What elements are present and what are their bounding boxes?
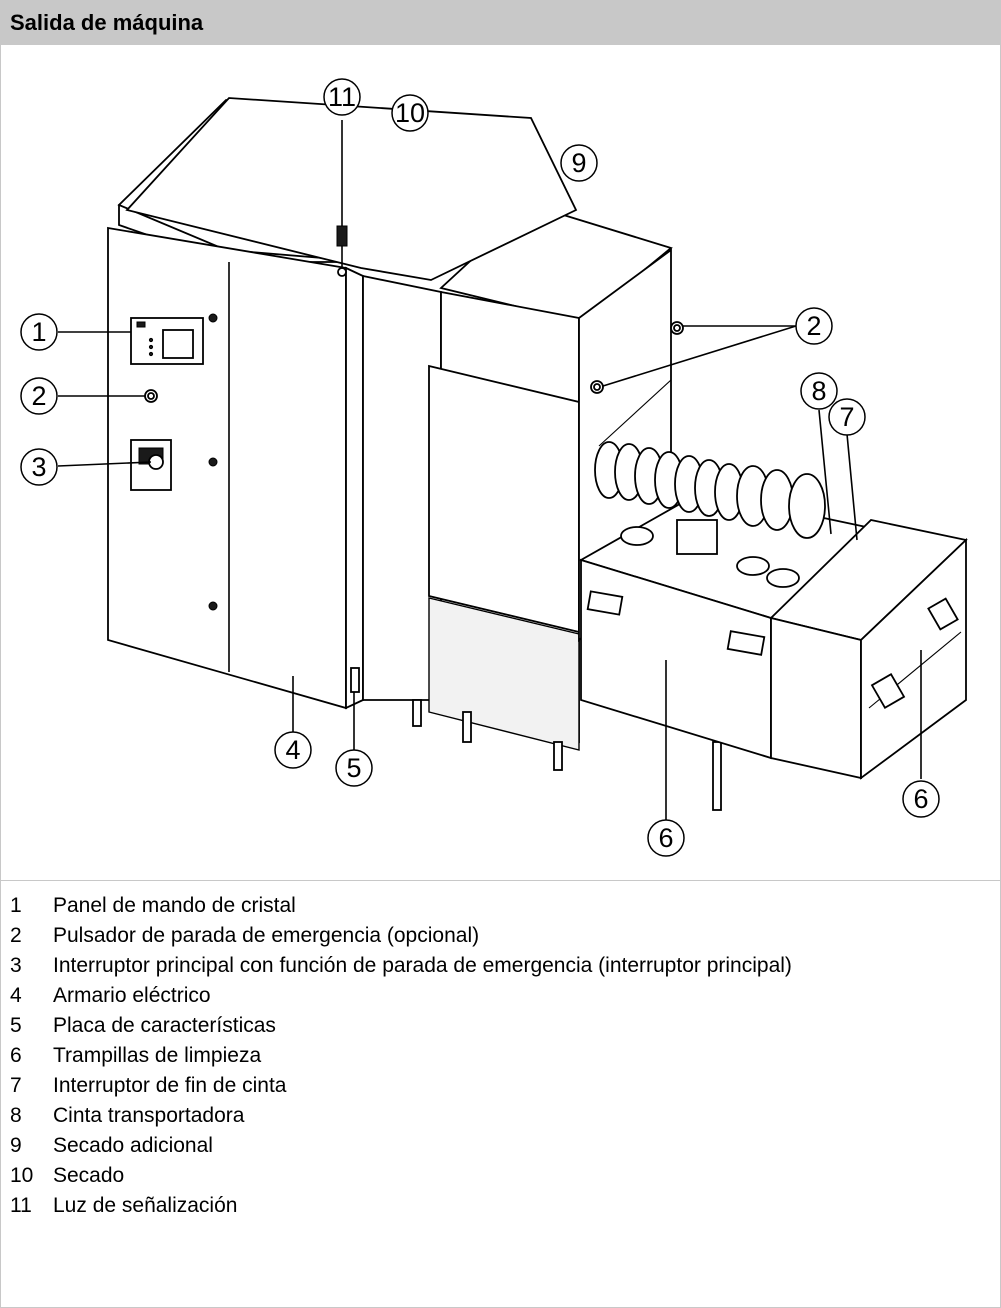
handle-outlet-2 <box>927 597 959 631</box>
svg-text:10: 10 <box>395 98 425 128</box>
leg-4 <box>712 741 722 811</box>
emergency-stop-button-left <box>144 389 158 403</box>
emergency-stop-button-right-2 <box>590 380 604 394</box>
door-screw-3 <box>208 601 218 611</box>
legend-number: 1 <box>10 894 22 917</box>
legend-label: Panel de mando de cristal <box>53 894 296 917</box>
svg-text:6: 6 <box>658 823 673 853</box>
callout-9: 9 <box>560 144 598 182</box>
legend-number: 4 <box>10 984 22 1007</box>
legend-label: Interruptor principal con función de par… <box>53 954 792 977</box>
callout-8: 8 <box>800 372 838 410</box>
legend-label: Interruptor de fin de cinta <box>53 1074 287 1097</box>
leg-3 <box>553 741 563 771</box>
cabinet-side <box>345 266 364 710</box>
roof-plane <box>125 97 578 281</box>
door-screw-2 <box>208 457 218 467</box>
callout-7: 7 <box>828 398 866 436</box>
machine-figure: 11 10 9 1 2 3 2 8 <box>1 46 1000 881</box>
svg-text:6: 6 <box>913 784 928 814</box>
legend-number: 10 <box>10 1164 34 1187</box>
svg-text:1: 1 <box>31 317 46 347</box>
outlet-module-side <box>860 537 967 780</box>
leader-lines <box>57 120 922 820</box>
legend-number: 9 <box>10 1134 22 1157</box>
hood-edge <box>598 379 672 447</box>
legend-label: Cinta transportadora <box>53 1104 245 1127</box>
callout-2-left: 2 <box>20 377 58 415</box>
plates <box>594 441 826 588</box>
legend-label: Placa de características <box>53 1014 276 1037</box>
emergency-stop-button-right-1 <box>670 321 684 335</box>
glass-control-panel <box>130 317 204 365</box>
svg-text:11: 11 <box>328 82 356 112</box>
legend-number: 2 <box>10 924 22 947</box>
callout-11: 11 <box>323 78 361 116</box>
legend-number: 8 <box>10 1104 22 1127</box>
callout-4: 4 <box>274 731 312 769</box>
legend-label: Secado <box>53 1164 125 1187</box>
leg-1 <box>412 699 422 727</box>
callout-3: 3 <box>20 448 58 486</box>
main-switch <box>130 439 172 491</box>
machine-illustration: 11 10 9 1 2 3 2 8 <box>20 78 968 857</box>
legend-label: Trampillas de limpieza <box>53 1044 262 1067</box>
legend-label: Secado adicional <box>53 1134 213 1157</box>
svg-text:7: 7 <box>839 402 854 432</box>
handle-right <box>726 630 766 656</box>
svg-text:4: 4 <box>285 735 300 765</box>
handle-left <box>586 590 624 616</box>
machine-door <box>428 364 580 634</box>
legend-label: Luz de señalización <box>53 1194 238 1217</box>
legend-label: Pulsador de parada de emergencia (opcion… <box>53 924 480 947</box>
callout-2-right: 2 <box>795 307 833 345</box>
legend-number: 7 <box>10 1074 22 1097</box>
svg-text:3: 3 <box>31 452 46 482</box>
rating-plate <box>350 667 360 693</box>
door-screw-1 <box>208 313 218 323</box>
legend-number: 6 <box>10 1044 22 1067</box>
legend-number: 3 <box>10 954 22 977</box>
callout-6-right: 6 <box>902 780 940 818</box>
legend-label: Armario eléctrico <box>53 984 211 1007</box>
svg-text:2: 2 <box>31 381 46 411</box>
section-title: Salida de máquina <box>10 10 204 35</box>
legend-number: 11 <box>10 1194 32 1217</box>
legend-number: 5 <box>10 1014 22 1037</box>
svg-text:9: 9 <box>571 148 586 178</box>
svg-text:2: 2 <box>806 311 821 341</box>
svg-text:8: 8 <box>811 376 826 406</box>
outlet-module-front <box>770 616 862 780</box>
section-header: Salida de máquina <box>1 1 1000 45</box>
leg-2 <box>462 711 472 743</box>
callout-1: 1 <box>20 313 58 351</box>
handle-outlet-1 <box>870 673 906 709</box>
callout-5: 5 <box>335 749 373 787</box>
callout-6-left: 6 <box>647 819 685 857</box>
callout-10: 10 <box>391 94 429 132</box>
svg-text:5: 5 <box>346 753 361 783</box>
